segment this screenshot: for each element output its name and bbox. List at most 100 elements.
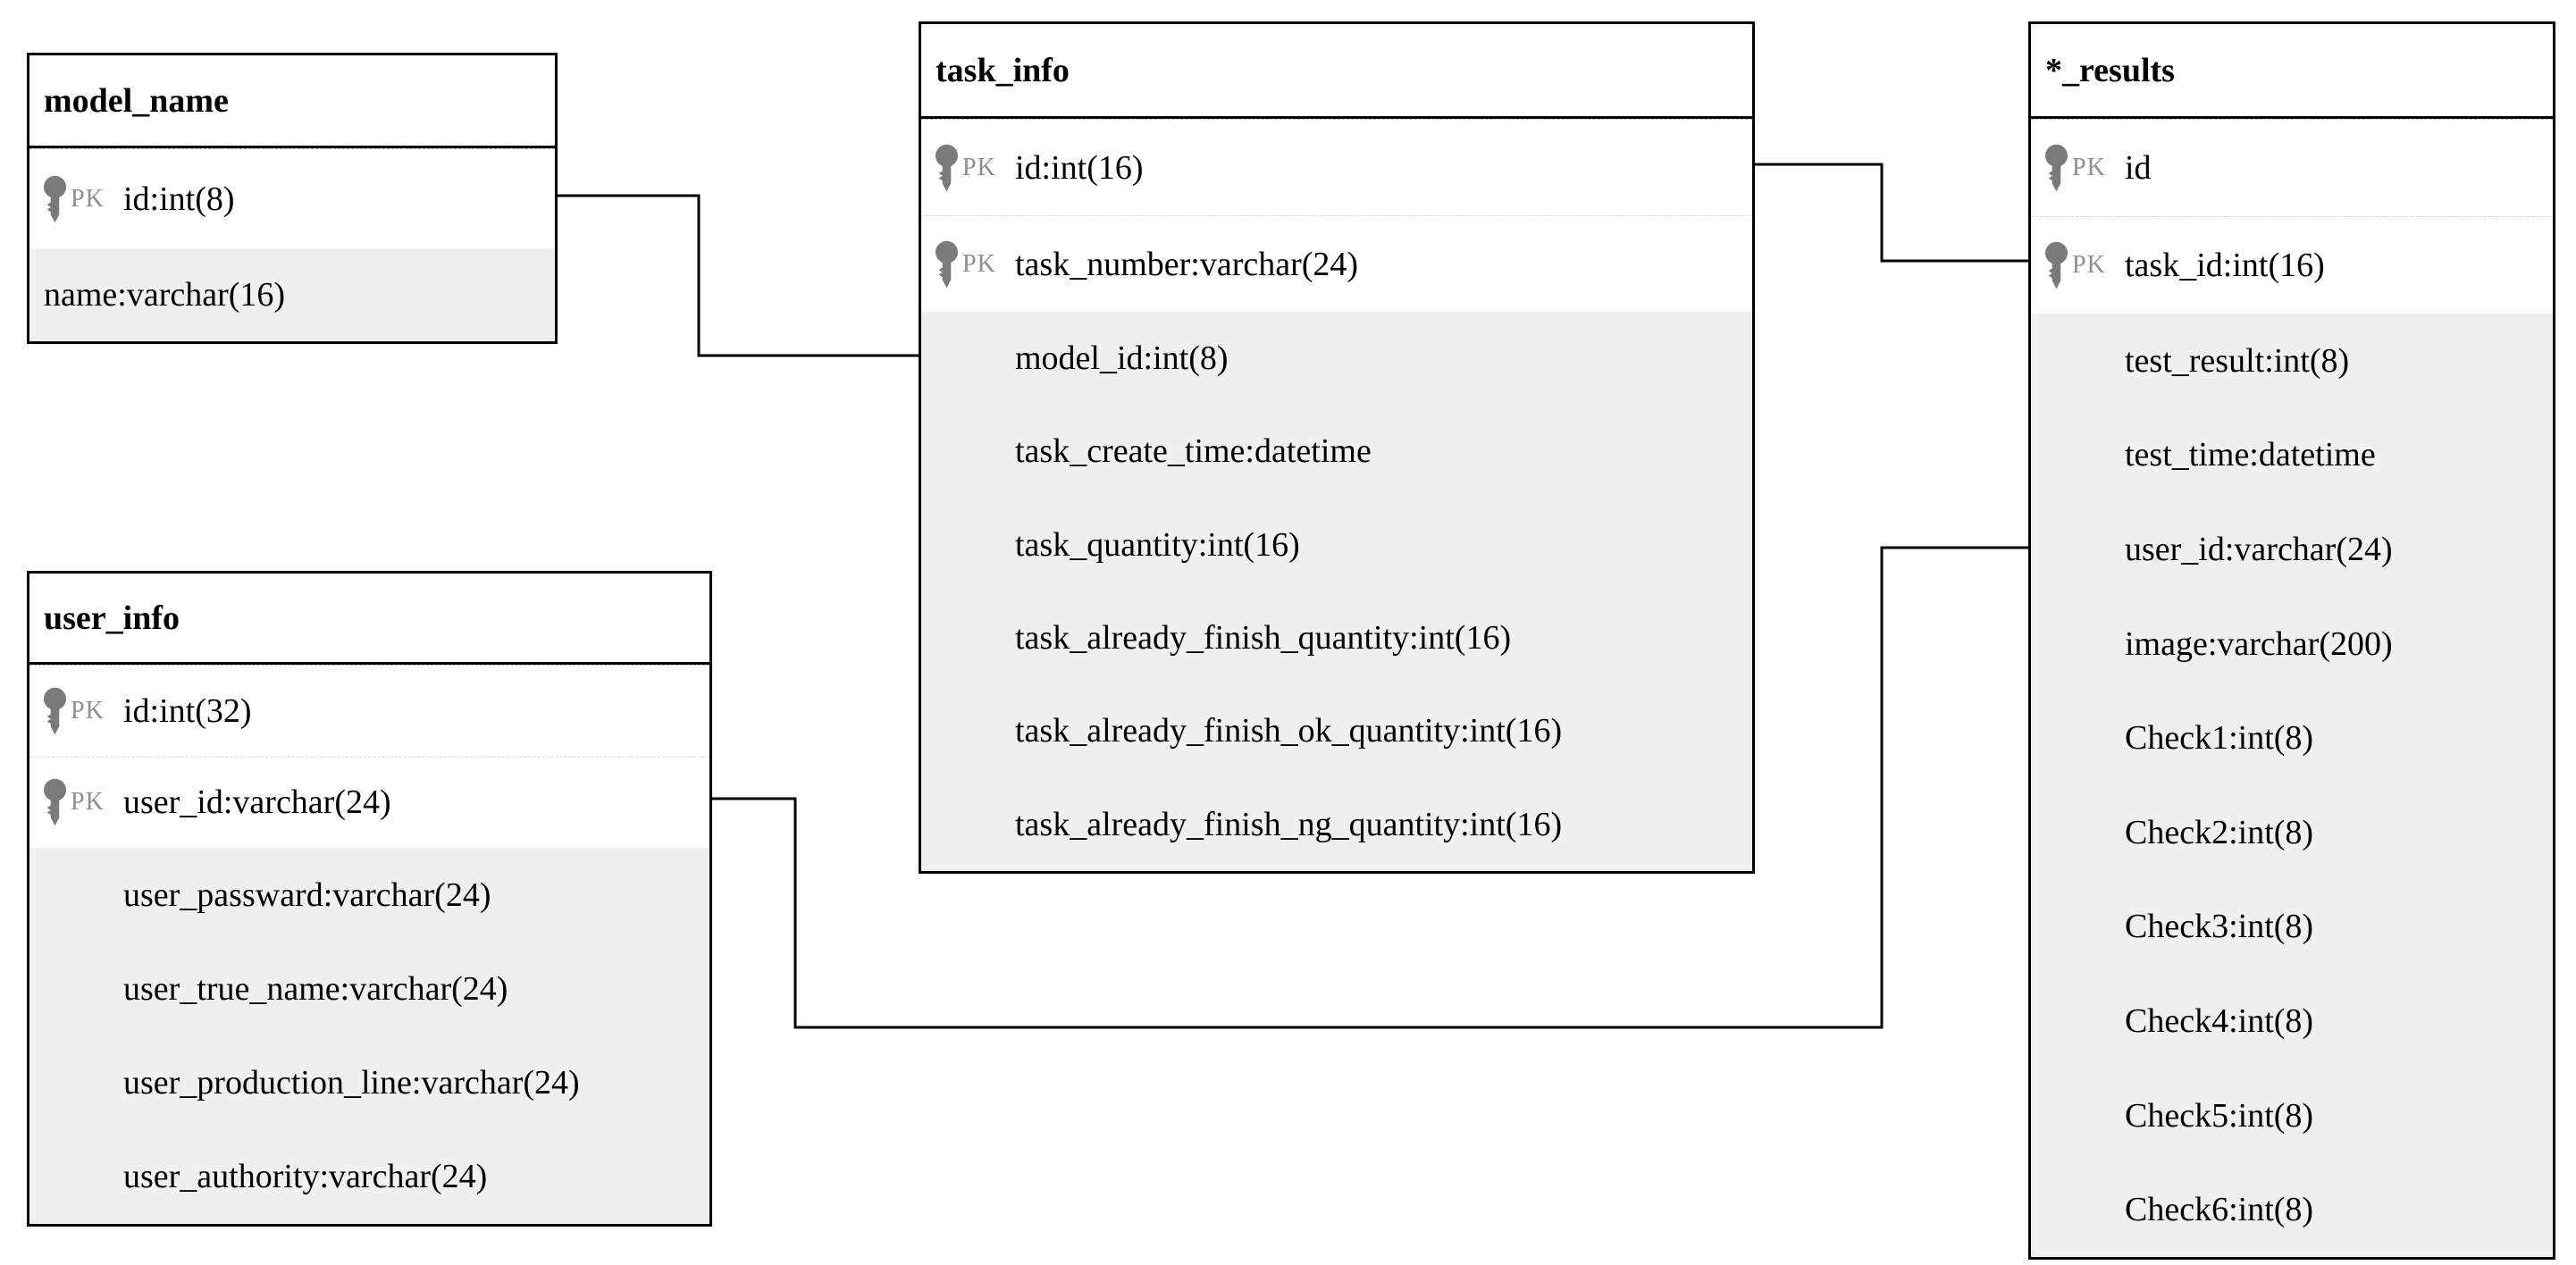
table-title: user_info <box>44 599 180 637</box>
column-row: task_quantity:int(16) <box>921 498 1752 591</box>
column-row: user_production_line:varchar(24) <box>29 1036 709 1130</box>
column-label: Check3:int(8) <box>2125 908 2314 946</box>
column-label: user_true_name:varchar(24) <box>123 969 508 1008</box>
column-row: Check3:int(8) <box>2031 880 2553 975</box>
table-header-task_info: task_info <box>921 24 1752 119</box>
table-header-model_name: model_name <box>29 55 555 148</box>
primary-key-section: PK id:int(32) PK user_id:varchar(24) <box>29 665 709 848</box>
column-row: Check1:int(8) <box>2031 691 2553 785</box>
column-row: Check5:int(8) <box>2031 1068 2553 1163</box>
pk-label: PK <box>962 249 996 278</box>
column-label: id:int(32) <box>123 691 252 730</box>
attribute-section: model_id:int(8) task_create_time:datetime… <box>921 312 1752 871</box>
column-label: name:varchar(16) <box>44 276 286 314</box>
connector-line <box>712 546 2028 1029</box>
column-label: user_id:varchar(24) <box>123 783 391 822</box>
key-icon <box>2044 241 2068 289</box>
column-label: user_production_line:varchar(24) <box>123 1064 580 1102</box>
attribute-section: name:varchar(16) <box>29 248 555 341</box>
column-row: PK user_id:varchar(24) <box>29 756 709 849</box>
column-row: user_authority:varchar(24) <box>29 1130 709 1224</box>
column-row: user_passward:varchar(24) <box>29 848 709 942</box>
pk-label: PK <box>2072 251 2106 279</box>
column-label: id:int(8) <box>123 180 235 218</box>
column-label: task_quantity:int(16) <box>1015 525 1300 564</box>
key-icon <box>935 240 959 288</box>
column-row: PK id <box>2031 120 2553 216</box>
column-label: task_id:int(16) <box>2125 247 2325 284</box>
column-row: task_create_time:datetime <box>921 405 1752 498</box>
pk-label: PK <box>71 788 105 817</box>
pk-badge: PK <box>932 239 1015 289</box>
column-label: id:int(16) <box>1015 148 1144 187</box>
key-icon <box>43 175 67 222</box>
column-label: task_already_finish_ng_quantity:int(16) <box>1015 805 1563 843</box>
pk-badge: PK <box>932 143 1015 193</box>
pk-label: PK <box>2072 154 2106 181</box>
column-label: test_time:datetime <box>2125 436 2376 474</box>
column-row: task_already_finish_ok_quantity:int(16) <box>921 684 1752 777</box>
column-row: model_id:int(8) <box>921 312 1752 405</box>
column-row: user_id:varchar(24) <box>2031 502 2553 597</box>
table-title: *_results <box>2045 51 2175 89</box>
pk-label: PK <box>71 184 105 213</box>
column-label: user_authority:varchar(24) <box>123 1158 488 1196</box>
column-label: Check6:int(8) <box>2125 1191 2314 1229</box>
column-label: id <box>2125 149 2152 187</box>
pk-badge: PK <box>40 686 123 736</box>
column-row: PK id:int(16) <box>921 120 1752 215</box>
column-row: Check6:int(8) <box>2031 1162 2553 1257</box>
key-icon <box>935 144 959 191</box>
column-label: task_already_finish_quantity:int(16) <box>1015 619 1512 658</box>
pk-badge: PK <box>2042 143 2125 193</box>
column-row: Check4:int(8) <box>2031 974 2553 1068</box>
column-row: test_time:datetime <box>2031 408 2553 503</box>
column-row: Check2:int(8) <box>2031 785 2553 880</box>
column-row: task_already_finish_ng_quantity:int(16) <box>921 778 1752 871</box>
column-label: model_id:int(8) <box>1015 339 1229 378</box>
column-label: Check2:int(8) <box>2125 813 2314 851</box>
key-icon <box>2044 144 2068 192</box>
pk-label: PK <box>71 696 105 725</box>
key-icon <box>43 779 67 826</box>
column-row: PK task_id:int(16) <box>2031 216 2553 314</box>
table-header-_results: *_results <box>2031 24 2553 119</box>
column-label: task_number:varchar(24) <box>1015 245 1359 283</box>
column-row: PK id:int(8) <box>29 149 555 248</box>
connector-line <box>1755 163 2028 263</box>
pk-label: PK <box>962 153 996 181</box>
attribute-section: user_passward:varchar(24) user_true_name:… <box>29 848 709 1224</box>
column-row: task_already_finish_quantity:int(16) <box>921 591 1752 684</box>
key-icon <box>43 687 67 734</box>
column-label: user_passward:varchar(24) <box>123 875 491 914</box>
pk-badge: PK <box>2042 240 2125 290</box>
column-label: user_id:varchar(24) <box>2125 530 2393 568</box>
pk-badge: PK <box>40 777 123 827</box>
primary-key-section: PK id:int(16) PK task_number:varchar(24) <box>921 119 1752 312</box>
pk-badge: PK <box>40 174 123 224</box>
column-row: PK task_number:varchar(24) <box>921 215 1752 312</box>
column-row: image:varchar(200) <box>2031 597 2553 691</box>
table-title: model_name <box>44 81 229 120</box>
column-label: Check1:int(8) <box>2125 719 2314 758</box>
connector-line <box>558 194 919 357</box>
table-title: task_info <box>936 51 1070 89</box>
column-row: user_true_name:varchar(24) <box>29 942 709 1035</box>
column-row: PK id:int(32) <box>29 666 709 757</box>
column-label: task_create_time:datetime <box>1015 432 1372 471</box>
column-label: Check5:int(8) <box>2125 1096 2314 1135</box>
column-row: name:varchar(16) <box>29 248 555 341</box>
column-label: Check4:int(8) <box>2125 1001 2314 1040</box>
table-header-user_info: user_info <box>29 574 709 665</box>
column-label: test_result:int(8) <box>2125 341 2350 380</box>
table-body: PK id:int(16) PK task_number:varchar(24)mod… <box>921 119 1752 871</box>
